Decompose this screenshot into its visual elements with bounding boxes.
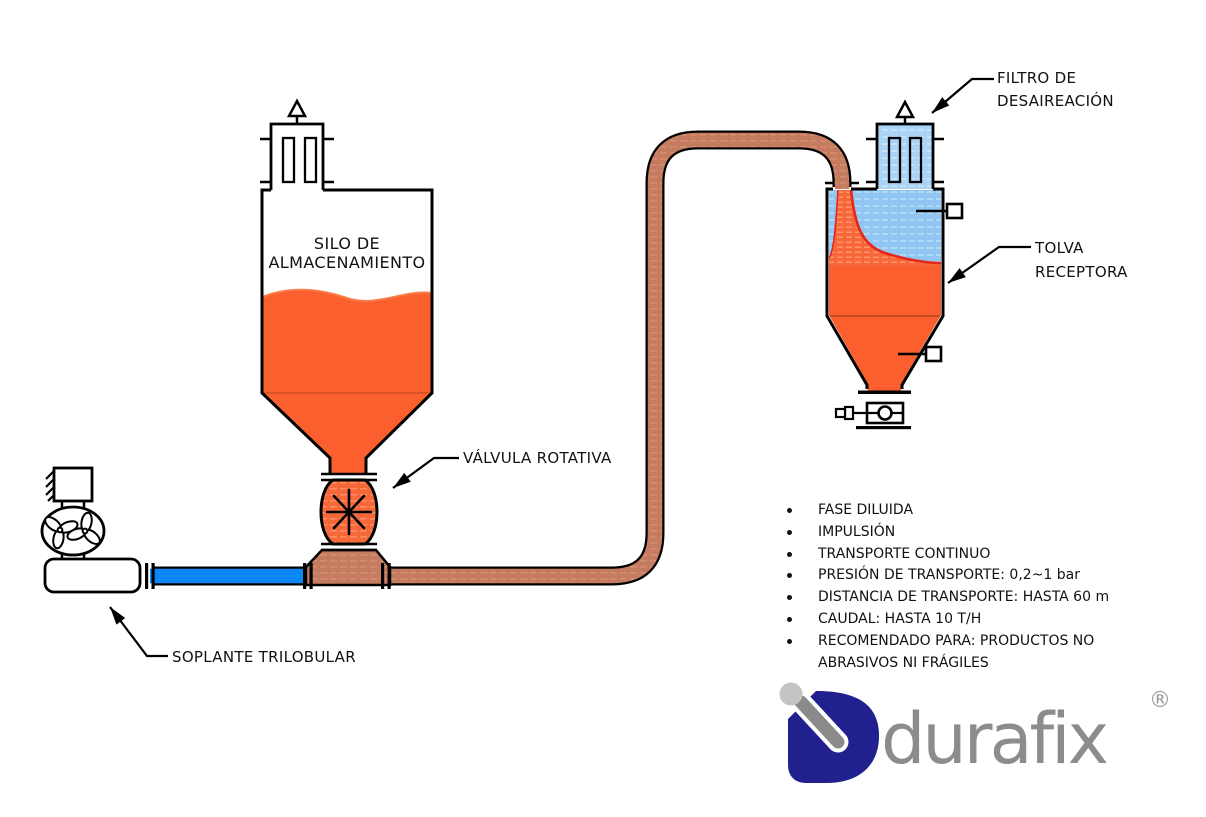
intake-silencer — [52, 466, 94, 503]
spec-item: FASE DILUIDA — [779, 500, 1164, 522]
hatch-marks — [45, 470, 55, 502]
logo-text: durafix — [881, 698, 1109, 780]
filter-label: FILTRO DE DESAIREACIÓN — [997, 69, 1114, 110]
spec-item-text: TRANSPORTE CONTINUO — [818, 545, 991, 562]
vent-arrow-icon — [894, 99, 916, 124]
spec-item: TRANSPORTE CONTINUO — [779, 544, 1164, 566]
specs-list: FASE DILUIDA IMPULSIÓN TRANSPORTE CONTIN… — [779, 500, 1164, 674]
blower-label: SOPLANTE TRILOBULAR — [172, 648, 356, 666]
vent-arrow-icon — [286, 98, 308, 124]
discharge-valve — [834, 390, 911, 430]
rotary-valve-label: VÁLVULA ROTATIVA — [463, 449, 612, 467]
spec-item-text: IMPULSIÓN — [818, 523, 896, 540]
leader-tolva — [947, 245, 1031, 284]
receiving-hopper — [825, 187, 945, 392]
tee-junction — [304, 548, 392, 587]
spec-item-text: CAUDAL: HASTA 10 T/H — [818, 610, 982, 627]
silo-fill — [262, 289, 432, 474]
rotary-valve — [319, 472, 379, 552]
spec-item-text: FASE DILUIDA — [818, 502, 914, 518]
spec-item-text: PRESIÓN DE TRANSPORTE: 0,2~1 bar — [818, 567, 1081, 584]
spec-item: RECOMENDADO PARA: PRODUCTOS NO ABRASIVOS… — [779, 631, 1164, 675]
trilobe-blower — [40, 466, 142, 594]
spec-item-text: RECOMENDADO PARA: PRODUCTOS NO ABRASIVOS… — [818, 632, 1095, 671]
leader-soplante — [109, 606, 168, 658]
leader-filtro — [931, 77, 994, 114]
spec-item: PRESIÓN DE TRANSPORTE: 0,2~1 bar — [779, 565, 1164, 587]
silo-vent-filter — [260, 98, 334, 190]
leader-valvula — [392, 456, 459, 489]
pipe-flanges — [145, 563, 391, 589]
blower-rotors — [44, 511, 101, 550]
storage-silo — [260, 188, 434, 474]
level-sensor-lower — [898, 345, 943, 363]
spec-item: DISTANCIA DE TRANSPORTE: HASTA 60 m — [779, 587, 1164, 609]
blower-base — [43, 557, 142, 594]
logo-mark — [779, 682, 879, 783]
silo-label: SILO DE ALMACENAMIENTO — [268, 234, 426, 272]
hopper-label: TOLVA RECEPTORA — [1035, 239, 1128, 281]
deaeration-filter — [866, 99, 944, 189]
leader-lines — [109, 77, 1031, 658]
spec-item: CAUDAL: HASTA 10 T/H — [779, 609, 1164, 631]
valve-rotor-star — [325, 488, 373, 536]
logo-dot — [779, 682, 803, 706]
registered-trademark-icon: ® — [1149, 688, 1171, 713]
stream-boundary — [849, 190, 941, 265]
conveying-pipe — [385, 130, 852, 586]
spec-item: IMPULSIÓN — [779, 522, 1164, 544]
spec-item-text: DISTANCIA DE TRANSPORTE: HASTA 60 m — [818, 589, 1110, 606]
level-sensor-upper — [916, 202, 964, 220]
